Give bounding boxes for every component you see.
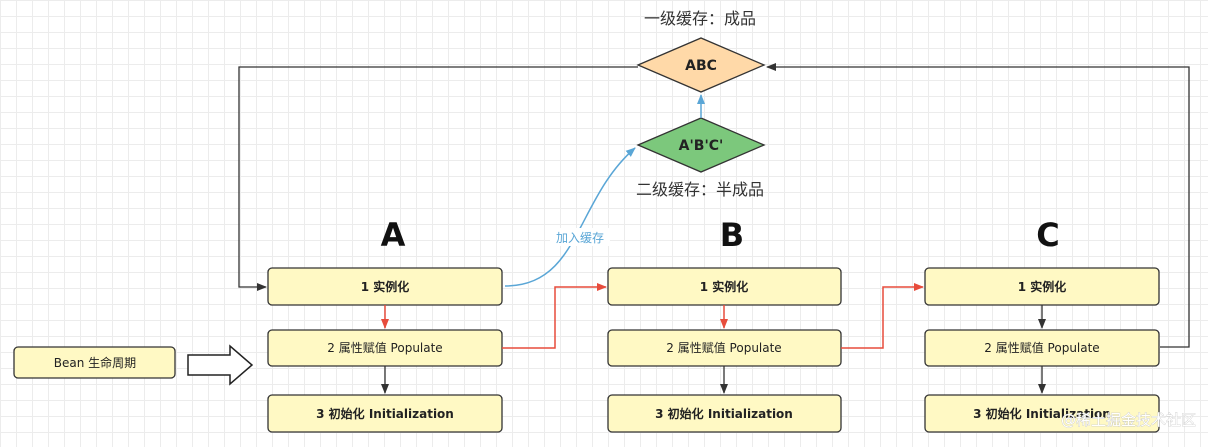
first-level-cache-label: ABC	[685, 58, 717, 74]
first-level-cache-diamond: ABC	[636, 37, 766, 93]
b-to-c-populate-arrow	[841, 283, 924, 349]
column-letter-b: B	[720, 216, 744, 254]
a-initialization-box	[267, 394, 503, 433]
c-populate-label: 2 属性赋值 Populate	[984, 340, 1099, 355]
right-loop-line	[766, 63, 1190, 348]
add-to-cache-curve	[504, 147, 636, 287]
second-level-cache-diamond: A'B'C'	[636, 117, 766, 173]
add-to-cache-label: 加入缓存	[556, 231, 604, 245]
c-instantiate-label: 1 实例化	[1018, 279, 1067, 294]
a-to-b-populate-arrow	[502, 283, 607, 349]
b-populate-label: 2 属性赋值 Populate	[666, 340, 781, 355]
b-initialization-label: 3 初始化 Initialization	[655, 406, 793, 421]
left-loop-line	[238, 66, 638, 291]
column-a: 1 实例化 2 属性赋值 Populate 3 初始化 Initializati…	[267, 267, 503, 433]
a-instantiate-label: 1 实例化	[361, 279, 410, 294]
bean-lifecycle-box	[13, 346, 176, 379]
column-letter-c: C	[1036, 216, 1059, 254]
c-initialization-box	[924, 394, 1160, 433]
b-initialization-box	[607, 394, 842, 433]
column-c: 1 实例化 2 属性赋值 Populate 3 初始化 Initializati…	[924, 267, 1160, 433]
a-initialization-label: 3 初始化 Initialization	[316, 406, 454, 421]
column-letter-a: A	[381, 216, 406, 254]
first-level-cache-caption: 一级缓存：成品	[644, 9, 756, 28]
a-populate-label: 2 属性赋值 Populate	[327, 340, 442, 355]
watermark: @稀土掘金技术社区	[1061, 411, 1196, 429]
second-level-cache-caption: 二级缓存：半成品	[636, 180, 764, 199]
c-initialization-label: 3 初始化 Initialization	[973, 406, 1111, 421]
bean-lifecycle-label: Bean 生命周期	[54, 355, 136, 370]
second-level-cache-label: A'B'C'	[679, 138, 724, 154]
b-instantiate-label: 1 实例化	[700, 279, 749, 294]
column-b: 1 实例化 2 属性赋值 Populate 3 初始化 Initializati…	[607, 267, 842, 433]
hollow-right-arrow-icon	[187, 344, 254, 386]
